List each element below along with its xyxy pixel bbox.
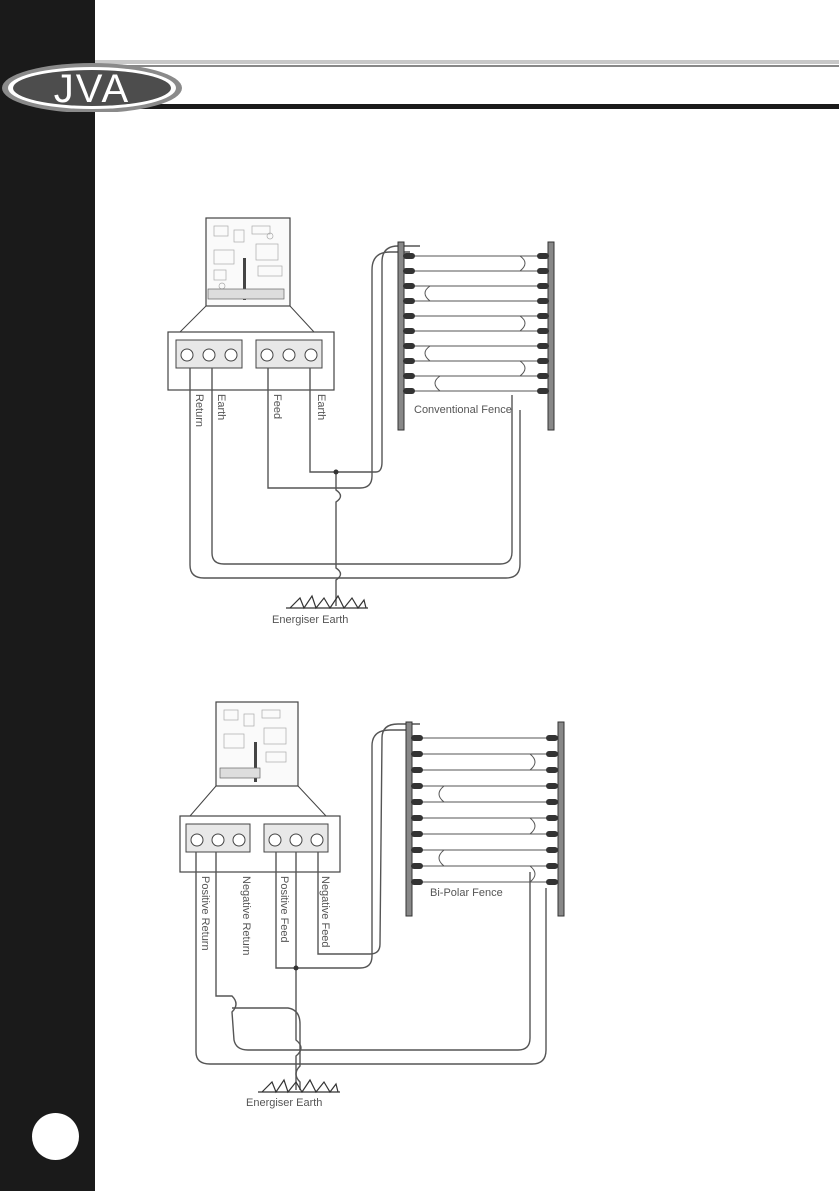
terminal-block-right-2 [264,824,328,852]
fence-label-bipolar: Bi-Polar Fence [430,887,503,899]
terminal-block-left-2 [186,824,250,852]
page-number-badge [32,1113,79,1160]
terminal-label-positive-return: Positive Return [199,876,211,951]
terminal-label-negative-return: Negative Return [240,876,252,956]
fence-wires-2 [418,738,548,882]
terminal-label-negative-feed: Negative Feed [319,876,331,948]
terminal-label-positive-feed: Positive Feed [278,876,290,943]
energiser-board-image-2 [216,702,298,786]
fence-post-right-2 [558,722,564,916]
fence-insulators-2 [411,735,558,885]
fence-post-left-2 [406,722,412,916]
energiser-earth-label-2: Energiser Earth [246,1097,322,1109]
